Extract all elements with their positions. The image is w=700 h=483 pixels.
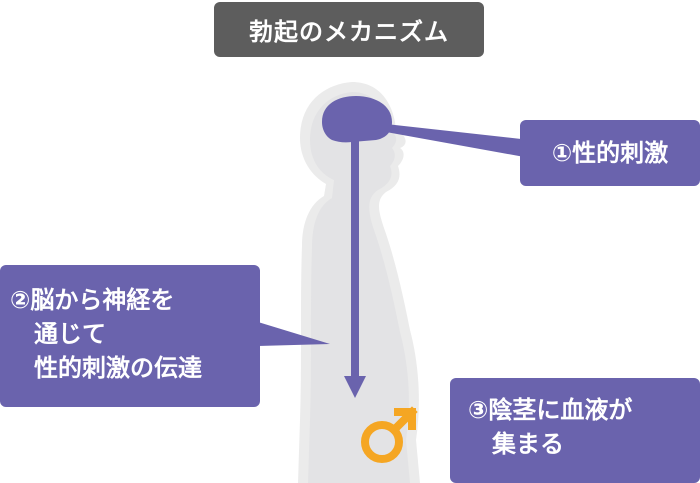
- pointer-2: [258, 322, 330, 346]
- step-3-line-1: ③陰茎に血液が: [468, 396, 633, 424]
- step-2-line-2: 通じて: [34, 320, 106, 349]
- pointer-1: [386, 124, 530, 158]
- step-1-box: ①性的刺激: [520, 120, 700, 186]
- down-arrow: [344, 138, 366, 398]
- male-symbol-icon: [361, 406, 418, 463]
- step-3-box: ③陰茎に血液が 集まる: [450, 378, 700, 483]
- step-3-line-2: 集まる: [492, 430, 564, 459]
- step-1-line-1: ①性的刺激: [551, 138, 669, 167]
- step-2-box: ②脳から神経を 通じて 性的刺激の伝達: [0, 265, 260, 407]
- brain-icon: [322, 96, 392, 143]
- step-2-line-3: 性的刺激の伝達: [34, 354, 202, 383]
- diagram-title: 勃起のメカニズム: [214, 2, 484, 57]
- step-2-line-1: ②脳から神経を: [10, 286, 175, 314]
